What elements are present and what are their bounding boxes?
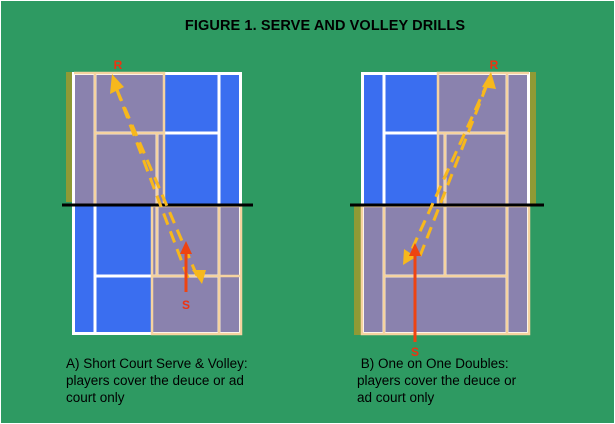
server-movement-arrowhead: [180, 241, 192, 254]
court-diagram-one-on-one-doubles: R S: [350, 58, 544, 359]
figure-title: FIGURE 1. SERVE AND VOLLEY DRILLS: [184, 18, 466, 34]
server-label: S: [182, 298, 190, 312]
caption-line: players cover the deuce or: [357, 373, 517, 388]
receiver-label: R: [490, 58, 499, 72]
caption-line: A) Short Court Serve & Volley:: [66, 356, 248, 371]
shot-arrowhead-to-receiver: [110, 74, 124, 94]
caption-short-court: A) Short Court Serve & Volley: players c…: [66, 355, 316, 406]
caption-one-on-one-doubles: B) One on One Doubles: players cover the…: [357, 355, 597, 406]
shot-arrowhead-to-server: [192, 270, 206, 284]
court-diagram-short-court: R S: [62, 58, 253, 336]
caption-line: court only: [66, 390, 125, 405]
highlight-zone-lines: [360, 71, 531, 336]
court-edge-shade-right: [530, 72, 536, 205]
receiver-label: R: [114, 58, 123, 72]
shot-path: [406, 81, 490, 259]
server-label: S: [411, 345, 419, 359]
caption-line: B) One on One Doubles:: [357, 356, 509, 371]
caption-line: players cover the deuce or ad: [66, 373, 244, 388]
shot-arrowhead-to-volley: [403, 249, 416, 265]
server-movement-arrowhead: [409, 243, 421, 256]
court-edge-shade: [66, 72, 72, 202]
shot-arrowhead-to-receiver: [482, 72, 496, 89]
court-edge-shade-left: [354, 205, 361, 335]
caption-line: ad court only: [357, 390, 435, 405]
shot-path: [115, 89, 200, 279]
